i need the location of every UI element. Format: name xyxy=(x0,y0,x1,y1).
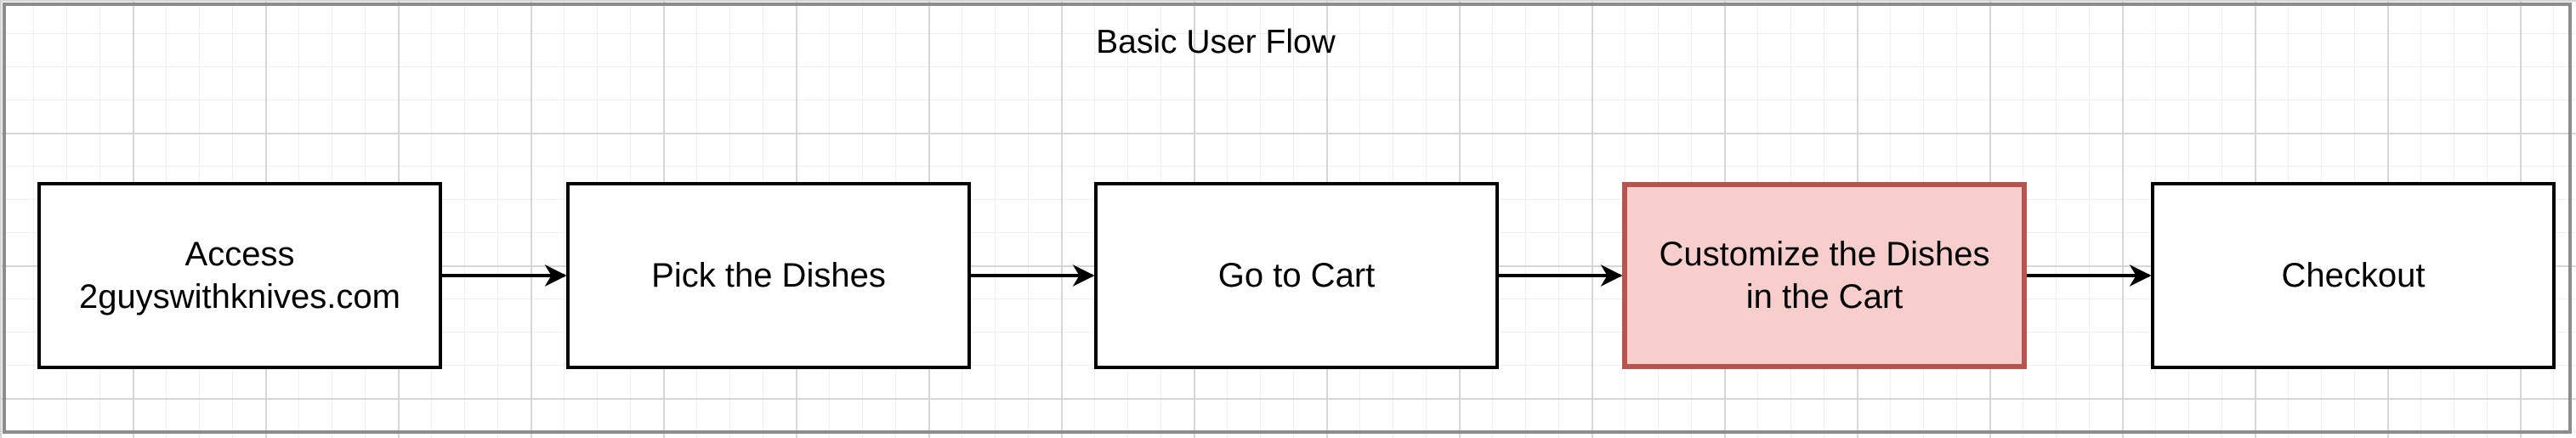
flow-node-label: Checkout xyxy=(2281,257,2426,294)
flow-node-pick-dishes[interactable]: Pick the Dishes xyxy=(566,182,971,369)
flow-node-customize-dishes[interactable]: Customize the Dishes in the Cart xyxy=(1622,182,2027,369)
flow-node-label: Customize the Dishes in the Cart xyxy=(1659,236,1990,316)
diagram-title: Basic User Flow xyxy=(1096,24,1336,60)
flow-node-access-site[interactable]: Access 2guyswithknives.com xyxy=(37,182,442,369)
flow-node-go-to-cart[interactable]: Go to Cart xyxy=(1094,182,1499,369)
diagram-frame xyxy=(3,3,2572,434)
flow-node-checkout[interactable]: Checkout xyxy=(2151,182,2556,369)
flow-node-label: Go to Cart xyxy=(1217,257,1376,294)
flow-node-label: Access 2guyswithknives.com xyxy=(79,236,400,316)
flow-node-label: Pick the Dishes xyxy=(651,257,886,294)
